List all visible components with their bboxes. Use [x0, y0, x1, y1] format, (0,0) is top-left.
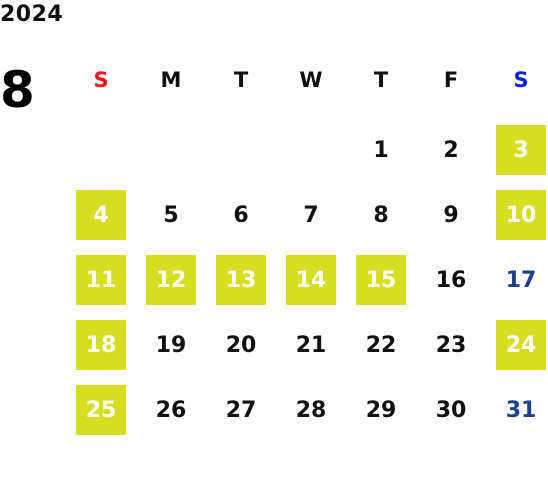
day-number[interactable]: 28	[295, 397, 327, 423]
day-cell: 26	[136, 385, 206, 435]
day-cell: 23	[416, 320, 486, 370]
weekday-tuesday: T	[233, 68, 249, 92]
day-cell: 1	[346, 125, 416, 175]
day-cell: 29	[346, 385, 416, 435]
day-number[interactable]: 31	[505, 397, 537, 423]
week-row: 4 5 6 7 8 9 10	[66, 190, 548, 240]
week-row: 18 19 20 21 22 23 24	[66, 320, 548, 370]
empty-day-cell	[276, 125, 346, 175]
day-cell: 7	[276, 190, 346, 240]
day-cell: 16	[416, 255, 486, 305]
day-number[interactable]: 12	[146, 255, 196, 305]
day-number[interactable]: 29	[365, 397, 397, 423]
day-cell: 4	[66, 190, 136, 240]
day-cell: 8	[346, 190, 416, 240]
day-cell: 28	[276, 385, 346, 435]
day-number[interactable]: 7	[303, 202, 319, 228]
week-row: 1 2 3	[66, 125, 548, 175]
day-number[interactable]: 2	[443, 137, 459, 163]
calendar-month: 8	[0, 61, 35, 119]
day-cell: 24	[486, 320, 548, 370]
day-cell: 31	[486, 385, 548, 435]
day-number[interactable]: 26	[155, 397, 187, 423]
day-cell: 13	[206, 255, 276, 305]
day-number[interactable]: 22	[365, 332, 397, 358]
day-cell: 15	[346, 255, 416, 305]
day-number[interactable]: 4	[76, 190, 126, 240]
day-number[interactable]: 15	[356, 255, 406, 305]
day-number[interactable]: 14	[286, 255, 336, 305]
day-number[interactable]: 23	[435, 332, 467, 358]
day-cell: 20	[206, 320, 276, 370]
empty-day	[76, 125, 126, 175]
day-cell: 2	[416, 125, 486, 175]
empty-day-cell	[136, 125, 206, 175]
day-cell: 27	[206, 385, 276, 435]
day-number[interactable]: 1	[373, 137, 389, 163]
day-cell: 22	[346, 320, 416, 370]
day-number[interactable]: 8	[373, 202, 389, 228]
day-cell: 25	[66, 385, 136, 435]
day-cell: 11	[66, 255, 136, 305]
day-cell: 18	[66, 320, 136, 370]
weekday-monday: M	[160, 68, 182, 92]
day-number[interactable]: 25	[76, 385, 126, 435]
empty-day-cell	[66, 125, 136, 175]
day-cell: 19	[136, 320, 206, 370]
day-number[interactable]: 10	[496, 190, 546, 240]
empty-day	[216, 125, 266, 175]
day-number[interactable]: 13	[216, 255, 266, 305]
empty-day	[146, 125, 196, 175]
day-number[interactable]: 18	[76, 320, 126, 370]
day-number[interactable]: 21	[295, 332, 327, 358]
day-number[interactable]: 11	[76, 255, 126, 305]
day-cell: 9	[416, 190, 486, 240]
weekday-sunday: S	[93, 68, 109, 92]
day-cell: 12	[136, 255, 206, 305]
day-number[interactable]: 17	[505, 267, 537, 293]
week-row: 25 26 27 28 29 30 31	[66, 385, 548, 435]
weekday-friday: F	[443, 68, 459, 92]
day-number[interactable]: 24	[496, 320, 546, 370]
day-number[interactable]: 9	[443, 202, 459, 228]
day-number[interactable]: 6	[233, 202, 249, 228]
weekday-thursday: T	[373, 68, 389, 92]
day-number[interactable]: 20	[225, 332, 257, 358]
calendar-year: 2024	[0, 2, 64, 27]
day-number[interactable]: 27	[225, 397, 257, 423]
day-number[interactable]: 16	[435, 267, 467, 293]
day-cell: 21	[276, 320, 346, 370]
weekday-header: S M T W T F S	[66, 62, 548, 98]
day-cell: 17	[486, 255, 548, 305]
day-number[interactable]: 30	[435, 397, 467, 423]
weekday-wednesday: W	[299, 68, 323, 92]
day-number[interactable]: 19	[155, 332, 187, 358]
day-number[interactable]: 5	[163, 202, 179, 228]
empty-day	[286, 125, 336, 175]
empty-day-cell	[206, 125, 276, 175]
day-cell: 3	[486, 125, 548, 175]
day-cell: 30	[416, 385, 486, 435]
day-cell: 6	[206, 190, 276, 240]
day-cell: 14	[276, 255, 346, 305]
week-row: 11 12 13 14 15 16 17	[66, 255, 548, 305]
day-cell: 5	[136, 190, 206, 240]
weekday-saturday: S	[513, 68, 529, 92]
day-number[interactable]: 3	[496, 125, 546, 175]
day-cell: 10	[486, 190, 548, 240]
